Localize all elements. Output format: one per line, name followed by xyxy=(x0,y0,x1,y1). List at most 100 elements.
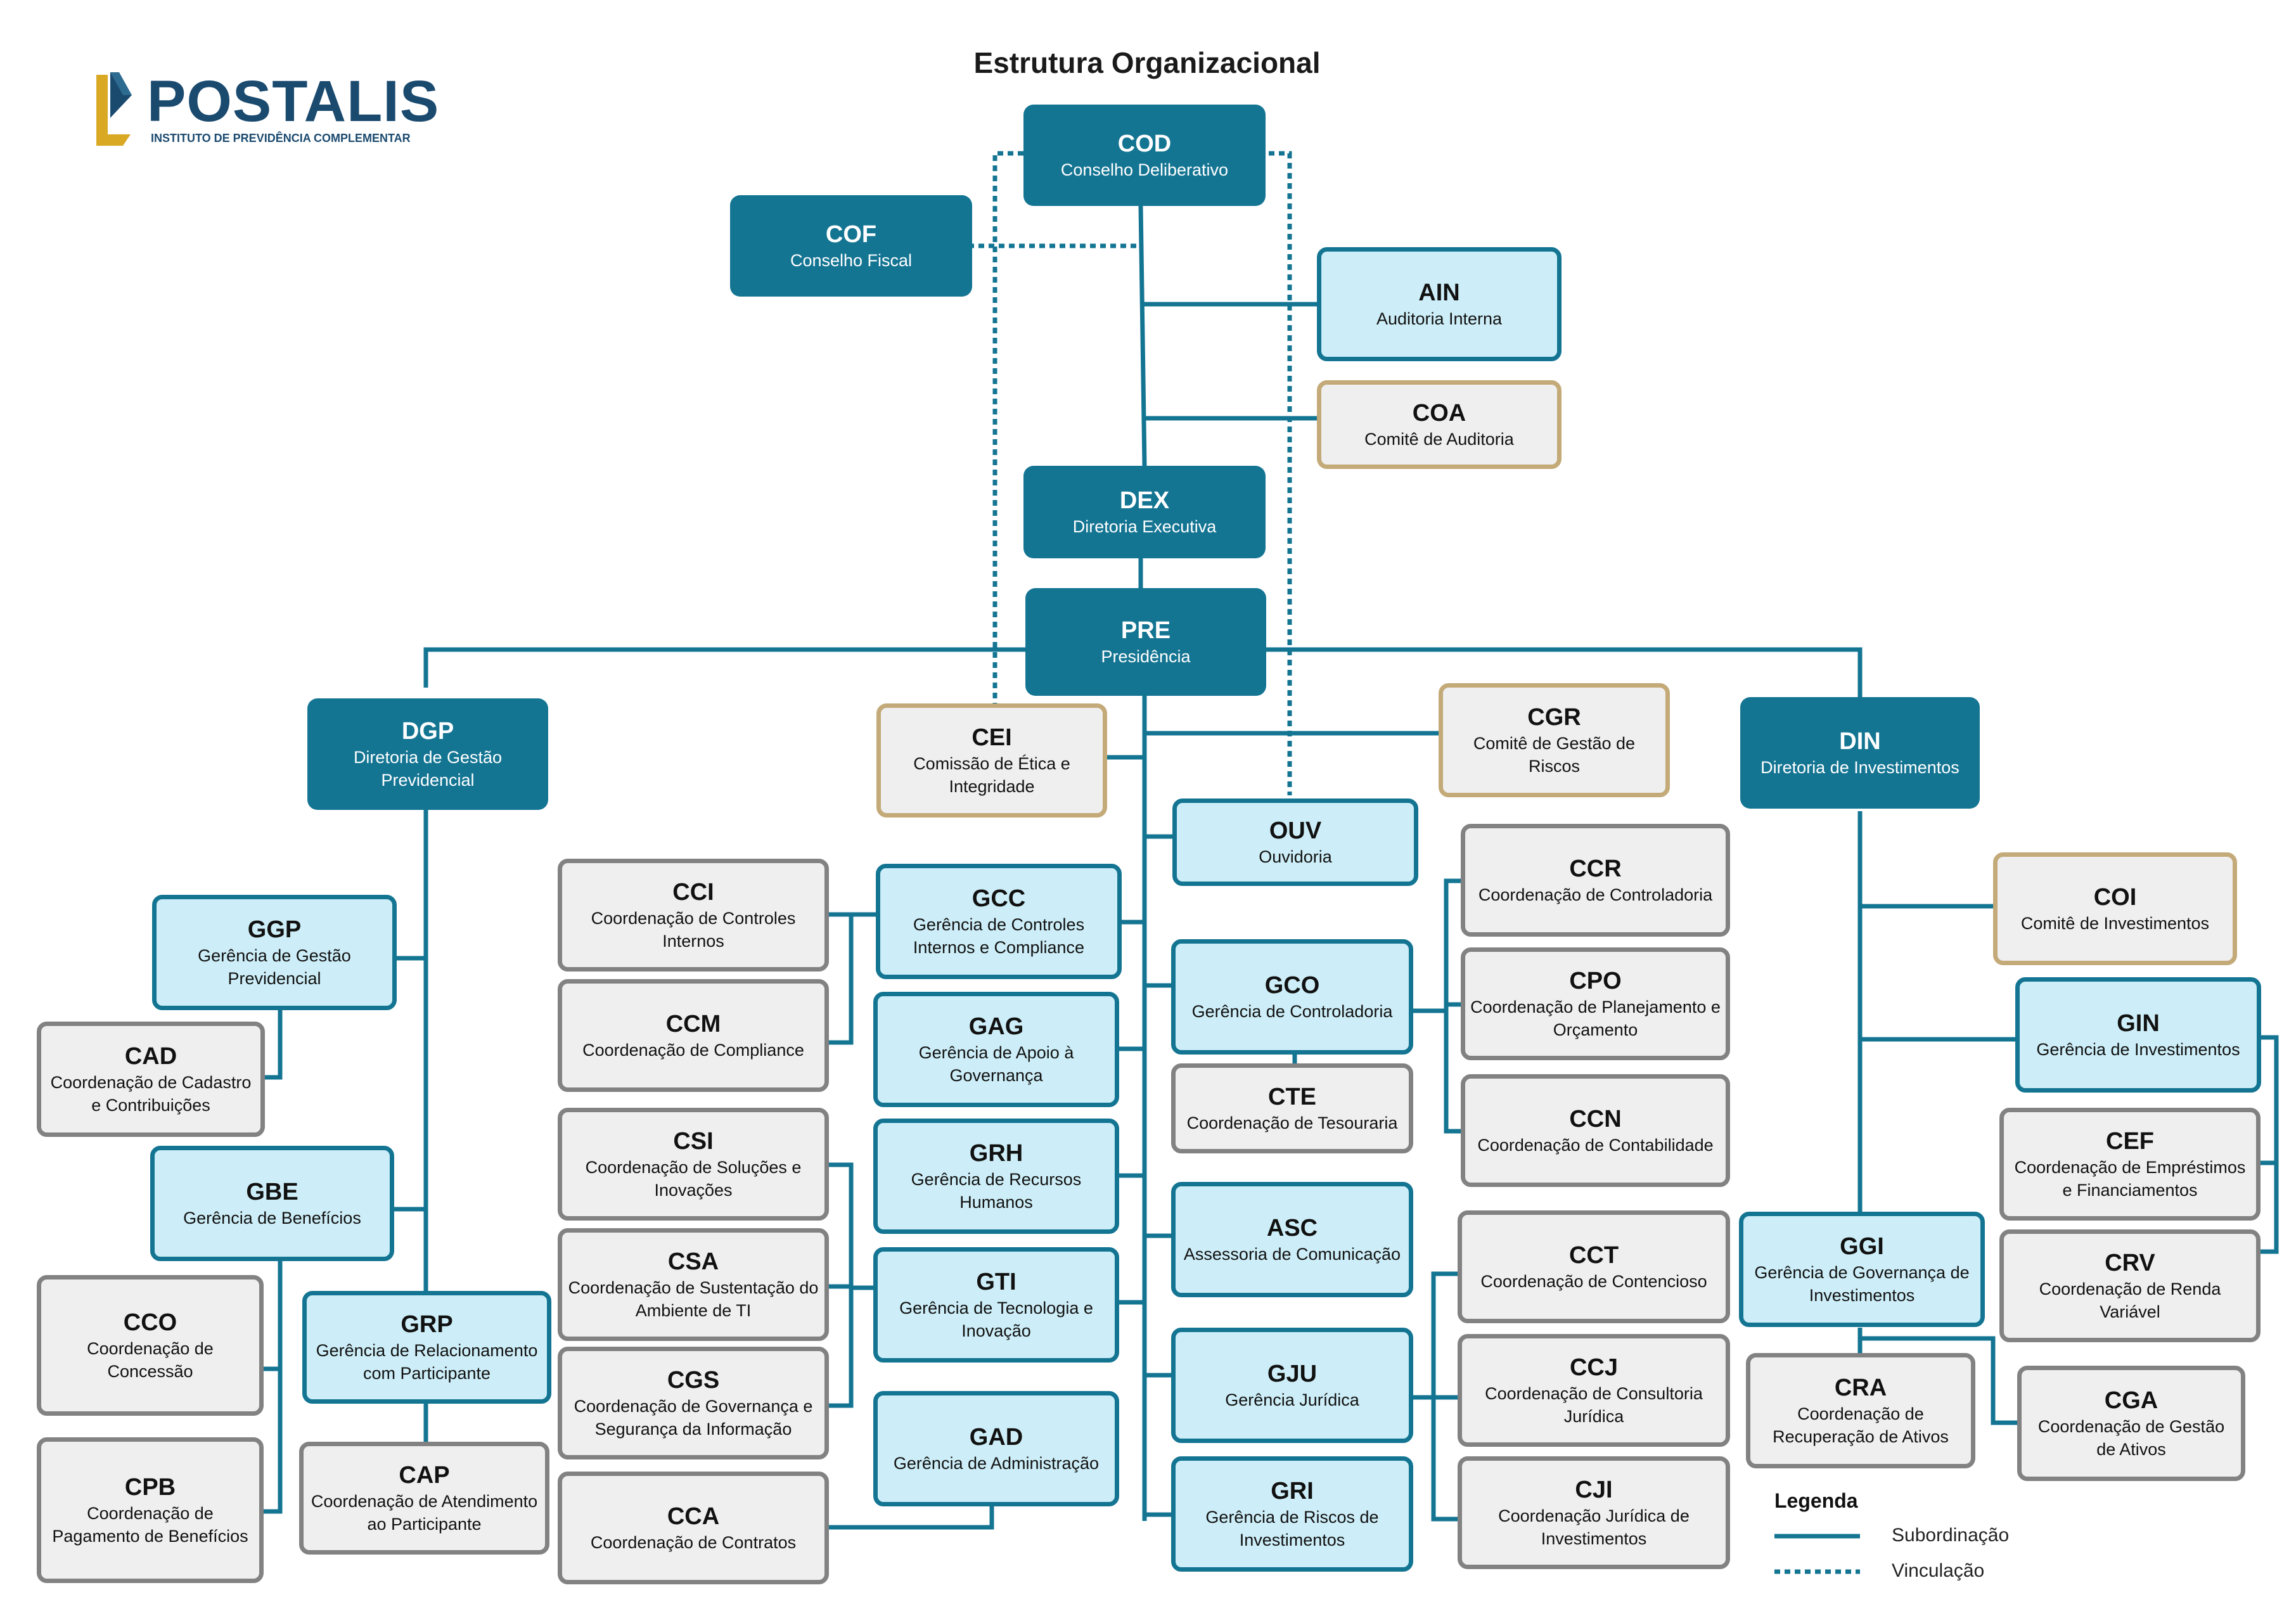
org-box-abbr: CCJ xyxy=(1569,1354,1619,1381)
org-box-name: Assessoria de Comunicação xyxy=(1183,1245,1401,1264)
org-box-abbr: CGA xyxy=(2104,1387,2158,1414)
org-box-name: Coordenação de Concessão xyxy=(87,1339,214,1381)
org-box-cga: CGA Coordenação de Gestão de Ativos xyxy=(2017,1366,2245,1481)
org-box-abbr: OUV xyxy=(1269,818,1322,844)
org-box-name: Coordenação de Contratos xyxy=(590,1533,797,1552)
org-box-name: Gerência de Investimentos xyxy=(2036,1040,2240,1059)
org-box-name: Comissão de Ética e Integridade xyxy=(913,754,1070,796)
org-box-name: Gerência de Gestão Previdencial xyxy=(198,946,351,988)
legend-title: Legenda xyxy=(1774,1489,1858,1512)
org-box-name: Presidência xyxy=(1101,647,1191,666)
org-box-abbr: GCO xyxy=(1264,972,1320,999)
org-box-name: Ouvidoria xyxy=(1259,847,1332,866)
org-box-name: Coordenação de Gestão de Ativos xyxy=(2037,1417,2225,1459)
org-box-ggp: GGP Gerência de Gestão Previdencial xyxy=(152,895,397,1010)
org-box-name: Gerência de Tecnologia e Inovação xyxy=(899,1299,1093,1340)
org-box-name: Gerência de Benefícios xyxy=(183,1209,361,1228)
org-box-gti: GTI Gerência de Tecnologia e Inovação xyxy=(873,1247,1119,1363)
org-box-abbr: PRE xyxy=(1120,617,1171,644)
org-box-name: Gerência de Apoio à Governança xyxy=(918,1043,1074,1085)
org-box-cco: CCO Coordenação de Concessão xyxy=(37,1275,264,1416)
org-box-name: Gerência de Riscos de Investimentos xyxy=(1205,1508,1379,1549)
org-box-abbr: CCT xyxy=(1568,1242,1619,1269)
org-box-abbr: CEF xyxy=(2106,1128,2154,1155)
org-box-abbr: GIN xyxy=(2117,1010,2160,1037)
org-box-name: Coordenação de Sustentação do Ambiente d… xyxy=(568,1278,819,1320)
org-box-abbr: GCC xyxy=(972,885,1026,912)
org-box-din: DIN Diretoria de Investimentos xyxy=(1740,697,1980,809)
org-box-name: Diretoria de Investimentos xyxy=(1760,758,1959,777)
org-box-name: Diretoria Executiva xyxy=(1072,517,1217,536)
org-box-abbr: COI xyxy=(2093,884,2137,911)
org-box-name: Coordenação de Atendimento ao Participan… xyxy=(311,1492,538,1534)
org-box-name: Coordenação de Tesouraria xyxy=(1186,1113,1398,1132)
org-box-abbr: CCN xyxy=(1569,1106,1622,1132)
org-box-gag: GAG Gerência de Apoio à Governança xyxy=(873,992,1119,1107)
org-box-name: Coordenação de Renda Variável xyxy=(2039,1280,2221,1321)
org-box-name: Gerência de Governança de Investimentos xyxy=(1754,1263,1970,1305)
org-box-cct: CCT Coordenação de Contencioso xyxy=(1458,1210,1730,1323)
org-box-cca: CCA Coordenação de Contratos xyxy=(558,1472,829,1584)
org-box-abbr: CRV xyxy=(2105,1250,2155,1276)
org-box-abbr: COA xyxy=(1412,400,1466,427)
org-box-abbr: COD xyxy=(1117,131,1172,157)
page-title: Estrutura Organizacional xyxy=(973,46,1321,79)
legend-solid-label: Subordinação xyxy=(1892,1525,2010,1546)
org-box-name: Comitê de Investimentos xyxy=(2020,914,2210,933)
org-box-coi: COI Comitê de Investimentos xyxy=(1993,852,2237,965)
legend-dotted-label: Vinculação xyxy=(1892,1560,1985,1581)
org-box-name: Coordenação de Compliance xyxy=(582,1041,804,1060)
org-box-abbr: GRH xyxy=(969,1140,1023,1167)
org-box-name: Coordenação de Cadastro e Contribuições xyxy=(50,1073,252,1115)
org-box-abbr: CGR xyxy=(1527,704,1581,731)
org-box-name: Comitê de Gestão de Riscos xyxy=(1473,734,1636,776)
org-box-name: Auditoria Interna xyxy=(1376,309,1503,328)
org-box-abbr: CRA xyxy=(1834,1375,1887,1401)
org-box-abbr: GTI xyxy=(976,1269,1017,1295)
org-box-abbr: CAD xyxy=(124,1043,177,1070)
org-box-cgr: CGR Comitê de Gestão de Riscos xyxy=(1439,683,1670,797)
org-box-cte: CTE Coordenação de Tesouraria xyxy=(1171,1063,1413,1153)
org-box-name: Coordenação de Soluções e Inovações xyxy=(585,1158,802,1200)
org-box-abbr: CSI xyxy=(673,1128,714,1155)
org-box-abbr: CPO xyxy=(1569,968,1622,994)
org-box-name: Coordenação de Contencioso xyxy=(1480,1272,1707,1291)
org-box-name: Conselho Deliberativo xyxy=(1060,160,1229,179)
org-box-name: Diretoria de Gestão Previdencial xyxy=(353,748,503,790)
org-box-abbr: DIN xyxy=(1839,728,1881,755)
org-box-abbr: CTE xyxy=(1268,1084,1316,1110)
org-box-abbr: GGP xyxy=(247,916,302,943)
org-box-abbr: CPB xyxy=(124,1474,176,1501)
org-box-abbr: GRP xyxy=(401,1311,453,1338)
logo-tagline: INSTITUTO DE PREVIDÊNCIA COMPLEMENTAR xyxy=(151,132,411,144)
org-box-cpb: CPB Coordenação de Pagamento de Benefício… xyxy=(37,1437,264,1583)
org-box-abbr: GAG xyxy=(968,1013,1024,1040)
org-box-name: Conselho Fiscal xyxy=(790,251,913,270)
org-box-ccn: CCN Coordenação de Contabilidade xyxy=(1461,1074,1730,1187)
org-box-name: Coordenação de Pagamento de Benefícios xyxy=(52,1504,248,1546)
org-box-ouv: OUV Ouvidoria xyxy=(1172,798,1418,886)
org-box-abbr: CCA xyxy=(667,1503,720,1530)
org-box-name: Coordenação de Contabilidade xyxy=(1477,1136,1714,1155)
logo-mark-icon xyxy=(96,72,132,146)
org-box-abbr: CCO xyxy=(123,1309,177,1336)
